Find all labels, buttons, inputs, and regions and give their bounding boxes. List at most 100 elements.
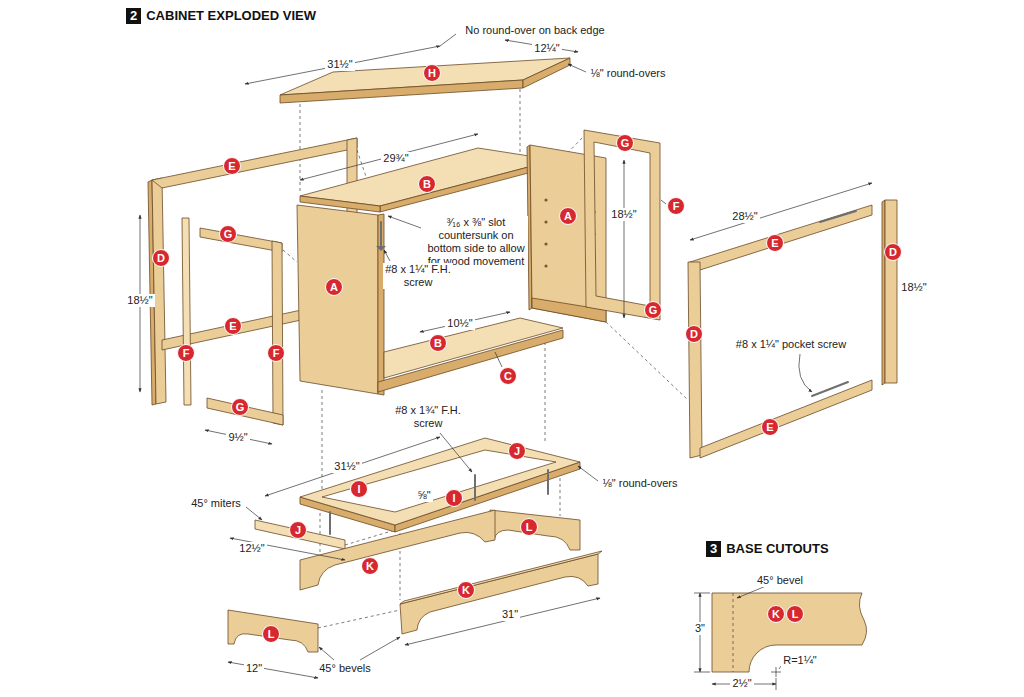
frame-stile: [182, 218, 191, 405]
callout-letter: G: [644, 301, 662, 319]
dimension-label: No round-over on back edge: [463, 24, 606, 37]
callout-letter: L: [520, 518, 538, 536]
callout-text: C: [504, 370, 512, 382]
dimension-label: #8 x 1¼" pocket screw: [734, 338, 848, 351]
dimension-label: R=1¼": [781, 654, 819, 667]
callout-text: G: [649, 304, 658, 316]
callout-text: D: [157, 252, 165, 264]
callout-letter: K: [767, 605, 785, 623]
frame-rail: [700, 380, 872, 458]
dimension-label: 45° bevels: [317, 662, 373, 675]
pocket-screw: [812, 382, 848, 396]
dimension-line: [300, 134, 478, 180]
explode-line: [300, 104, 301, 192]
callout-text: A: [330, 281, 338, 293]
callout-text: J: [295, 524, 301, 536]
dimension-line: [420, 312, 510, 332]
callout-text: E: [228, 160, 235, 172]
callout-text: E: [229, 320, 236, 332]
callout-text: B: [434, 337, 442, 349]
callout-letter: H: [423, 64, 441, 82]
callout-letter: A: [325, 278, 343, 296]
frame-rail: [200, 228, 282, 252]
callout-text: E: [766, 421, 773, 433]
dimension-label: 31½": [332, 460, 361, 473]
frame-edge: [882, 200, 885, 385]
leader-line: [440, 433, 472, 472]
dimension-label: ⅛" round-overs: [589, 67, 668, 80]
leader-line: [388, 216, 421, 228]
base-end: [490, 510, 580, 550]
leader-line: [568, 64, 586, 72]
callout-letter: B: [418, 175, 436, 193]
figure-number: 3: [706, 541, 721, 557]
dimension-label: 45° miters: [189, 497, 243, 510]
dimension-label: 12½": [237, 542, 266, 555]
explode-line: [560, 472, 561, 516]
callout-text: K: [772, 608, 780, 620]
screw: [474, 475, 476, 500]
base-frame: [300, 438, 580, 525]
figure-heading: 3 BASE CUTOUTS: [706, 541, 829, 557]
callout-letter: F: [177, 344, 195, 362]
shelf-hole: [544, 264, 547, 267]
panel-edge: [523, 58, 570, 88]
dimension-label: 18½": [899, 281, 928, 294]
callout-letter: E: [224, 317, 242, 335]
callout-letter: C: [499, 367, 517, 385]
figure-heading: 2CABINET EXPLODED VIEW: [126, 8, 316, 24]
screw: [329, 512, 331, 534]
callout-text: F: [673, 200, 680, 212]
leader-line: [578, 466, 598, 481]
callout-letter: J: [289, 521, 307, 539]
dimension-line: [205, 430, 272, 444]
callout-letter: I: [350, 480, 368, 498]
base-top-edge: [400, 551, 602, 604]
callout-letter: I: [445, 489, 463, 507]
leader-line: [495, 352, 502, 367]
callout-letter: F: [667, 197, 685, 215]
frame-stile: [885, 200, 897, 383]
callout-letter: K: [361, 557, 379, 575]
figure-title: BASE CUTOUTS: [726, 541, 828, 557]
callout-letter: K: [457, 581, 475, 599]
explode-line: [545, 336, 546, 444]
callout-text: A: [564, 210, 572, 222]
extension-line: [694, 672, 710, 673]
callout-text: H: [428, 67, 436, 79]
callout-text: F: [183, 347, 190, 359]
dimension-line: [245, 46, 440, 84]
leader-line: [384, 250, 390, 261]
callout-text: F: [273, 347, 280, 359]
explode-line: [520, 89, 521, 156]
callout-text: E: [771, 237, 778, 249]
dimension-line: [405, 598, 600, 645]
shelf-hole: [544, 198, 547, 201]
center-mark: [776, 667, 777, 677]
callout-letter: F: [267, 344, 285, 362]
callout-letter: A: [559, 207, 577, 225]
explode-line: [318, 610, 400, 628]
callout-text: K: [462, 584, 470, 596]
dimension-label: 10½": [445, 317, 474, 330]
screw: [380, 222, 382, 246]
cutout-detail: [712, 593, 867, 672]
dimension-label: 31": [500, 608, 520, 621]
callout-letter: D: [685, 325, 703, 343]
frame-stile: [152, 178, 166, 404]
dimension-label: ³⁄₁₆ x ⅜" slot countersunk on bottom sid…: [424, 216, 528, 268]
base-rail: [300, 510, 495, 590]
extension-line: [776, 678, 777, 690]
callout-text: G: [236, 401, 245, 413]
bevel-line: [733, 593, 734, 672]
callout-text: I: [452, 492, 455, 504]
callout-text: K: [366, 560, 374, 572]
case-side: [297, 205, 378, 394]
dimension-label: 12¼": [532, 42, 561, 55]
dimension-label: ⅝": [415, 489, 432, 502]
callout-letter: L: [786, 605, 804, 623]
frame-rail: [207, 398, 283, 425]
figure-number: 2: [126, 8, 141, 24]
callout-text: J: [514, 445, 520, 457]
